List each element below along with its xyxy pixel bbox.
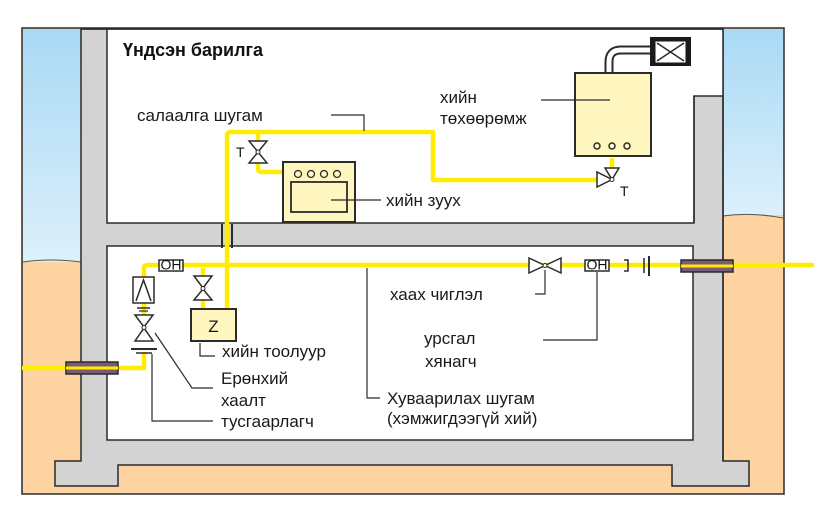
label-main-valve-1: Ерөнхий xyxy=(221,369,288,388)
appliance-valve-icon xyxy=(596,167,621,189)
pipe-distribution-main xyxy=(141,262,814,280)
building-title: Үндсэн барилга xyxy=(123,40,264,60)
ground-line-right xyxy=(722,213,784,219)
label-insulator: тусгаарлагч xyxy=(221,412,314,431)
insulator-icon xyxy=(131,348,157,354)
label-distribution-1: Хуваарилах шугам xyxy=(387,389,535,408)
label-gas-stove: хийн зуух xyxy=(386,191,461,210)
leader-main-valve xyxy=(154,332,213,389)
gas-appliance-icon xyxy=(574,37,691,157)
svg-text:OH: OH xyxy=(161,257,182,273)
leader-gas-meter xyxy=(199,343,215,357)
svg-text:OH: OH xyxy=(587,257,608,273)
ground-line-left xyxy=(22,259,82,263)
gas-meter-icon: Z xyxy=(190,308,237,342)
label-gas-appliance-1: хийн xyxy=(440,88,477,107)
sky-left xyxy=(23,29,81,262)
insulator-right-icon xyxy=(643,256,650,276)
stove-valve-icon xyxy=(247,140,269,164)
leader-lines xyxy=(151,99,610,422)
gas-pipes xyxy=(22,129,814,371)
leader-insulator xyxy=(151,354,213,422)
pipe-riser-up xyxy=(224,129,597,313)
appliance-valve-tag: T xyxy=(620,183,629,199)
leader-distribution xyxy=(366,268,380,399)
meter-valve-icon xyxy=(192,275,214,301)
label-distribution-2: (хэмжигдээгүй хий) xyxy=(387,409,537,428)
label-shutoff-direction: хаах чиглэл xyxy=(390,285,483,304)
main-shutoff-valve-icon xyxy=(133,314,155,342)
label-gas-meter: хийн тоолуур xyxy=(222,342,326,361)
wall-sleeve-left xyxy=(65,361,119,375)
stove-valve-tag: T xyxy=(236,144,245,160)
gas-stove-icon xyxy=(282,161,356,223)
label-gas-appliance-2: төхөөрөмж xyxy=(440,109,527,128)
label-branch-line: салаалга шугам xyxy=(137,106,263,125)
coupling-icon xyxy=(137,307,150,312)
wall-sleeve-right xyxy=(680,259,734,273)
flow-controller-right-icon: OH xyxy=(584,257,610,273)
pipe-stove-branch xyxy=(255,132,284,175)
leader-shutoff-direction xyxy=(535,270,546,295)
sky-right xyxy=(723,29,783,215)
pressure-regulator-icon xyxy=(132,276,155,304)
label-flow-controller-1: урсгал xyxy=(424,329,475,348)
svg-text:Z: Z xyxy=(208,317,218,336)
shutoff-direction-valve-icon xyxy=(528,256,562,275)
flow-controller-left-icon: OH xyxy=(158,257,184,273)
label-flow-controller-2: хянагч xyxy=(425,352,477,371)
pipe-incoming-left xyxy=(22,352,147,371)
leader-branch-line xyxy=(331,114,365,131)
floor-sleeve xyxy=(221,224,233,248)
fitting-bracket-icon xyxy=(624,259,629,272)
label-main-valve-2: хаалт xyxy=(221,391,266,410)
leader-flow-controller xyxy=(543,272,598,341)
